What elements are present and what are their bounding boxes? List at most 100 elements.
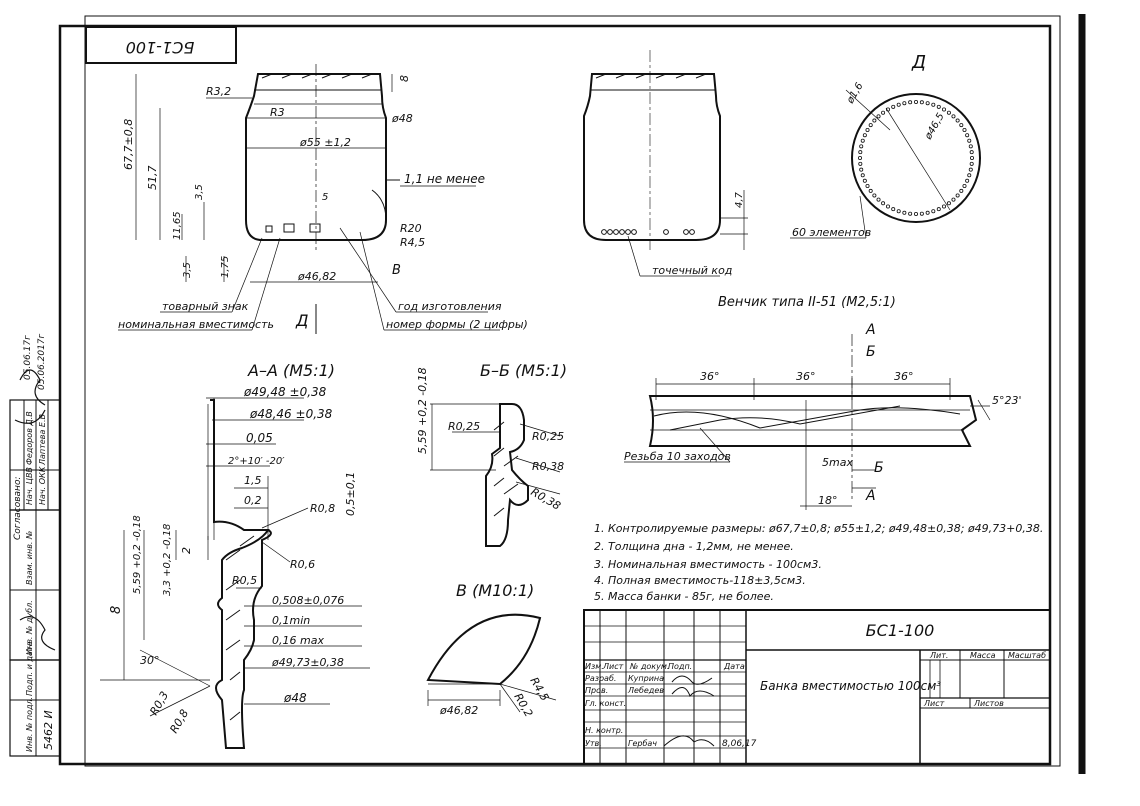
aa-d48: ø48	[283, 691, 307, 705]
dim-d48: ø48	[391, 112, 413, 125]
tb-sheets: Листов	[973, 699, 1004, 708]
dv-d4682: ø46,82	[439, 704, 478, 717]
aa-v8: 8	[109, 606, 124, 614]
aa-r08: R0,8	[310, 502, 335, 515]
aa-v33: 3,3 +0,2 -0,18	[162, 524, 173, 596]
dot-element	[946, 110, 951, 115]
dim-d4682: ø46,82	[297, 270, 336, 283]
detail-v-marker: В	[392, 263, 401, 278]
view-d-title: Д	[911, 52, 926, 73]
dim-ang3: 36°	[894, 370, 914, 383]
inner-frame	[84, 15, 1061, 767]
tb-nk-label: Н. контр.	[585, 726, 623, 735]
note-1: 1. Контролируемые размеры: ø67,7±0,8; ø5…	[594, 522, 1043, 535]
callout-trademark: товарный знак	[162, 300, 249, 313]
aa-v016: 0,16 max	[272, 634, 324, 647]
tb-h-izm: Изм.	[585, 662, 604, 671]
signature-scribble	[14, 369, 56, 651]
section-mark-a1: А	[865, 322, 876, 338]
section-mark-b2: Б	[874, 460, 884, 476]
tb-utv-label: Утв.	[585, 739, 602, 748]
notes-block: 1. Контролируемые размеры: ø67,7±0,8; ø5…	[594, 522, 1043, 603]
dot-element	[902, 210, 907, 215]
dot-element	[881, 110, 886, 115]
dot-element	[951, 114, 956, 119]
dim-r32: R3,2	[206, 85, 231, 98]
dot-element	[858, 161, 863, 166]
dim-max5: 5max	[822, 456, 853, 469]
finish-thread-view	[624, 334, 991, 510]
aa-v005: 0,05	[246, 431, 273, 445]
stamp-box: БС1-100	[85, 26, 237, 64]
aa-r06: R0,6	[290, 558, 315, 571]
tb-scale: Масштаб	[1008, 651, 1046, 660]
aa-r03: R0,3	[147, 689, 171, 717]
svg-text:Инв. № подл.: Инв. № подл.	[25, 697, 34, 752]
dim-h1165: 11,65	[172, 211, 183, 240]
dot-element	[876, 197, 881, 202]
aa-v05: 0,5±0,1	[344, 472, 357, 516]
svg-text:БС1-100: БС1-100	[126, 38, 195, 57]
aa-v01: 0,1min	[272, 614, 310, 627]
tb-lit: Лит.	[929, 651, 948, 660]
dot-element	[860, 173, 865, 178]
svg-text:Подп. и дата: Подп. и дата	[25, 641, 34, 696]
bb-r025b: R0,25	[532, 430, 564, 443]
section-mark-b1: Б	[866, 344, 876, 360]
svg-text:05.06.2017г: 05.06.2017г	[37, 333, 47, 390]
aa-ang2: 2°+10′ -20′	[228, 456, 285, 467]
dim-h35: 3,5	[194, 184, 205, 200]
dot-element	[931, 209, 936, 214]
aa-r08b: R0,8	[167, 707, 191, 735]
svg-text:Федоров Д.В: Федоров Д.В	[25, 411, 34, 465]
aa-d4948: ø49,48 ±0,38	[243, 385, 327, 399]
dot-element	[919, 100, 924, 105]
dim-r3: R3	[270, 106, 285, 119]
aa-v15: 1,5	[244, 474, 262, 487]
dot-element	[872, 118, 877, 123]
aa-ang30: 30°	[140, 654, 160, 667]
note-2: 2. Толщина дна - 1,2мм, не менее.	[594, 540, 794, 553]
dot-element	[959, 188, 964, 193]
dim-w5: 5	[322, 192, 328, 203]
dot-element	[931, 102, 936, 107]
dot-element	[946, 201, 951, 206]
svg-text:Нач. ОКК: Нач. ОКК	[38, 466, 47, 505]
finish-title: Венчик типа II-51 (М2,5:1)	[718, 295, 896, 310]
tb-code: БС1-100	[866, 621, 935, 640]
dot-element	[860, 138, 865, 143]
dot-element	[955, 193, 960, 198]
dot-element	[969, 161, 974, 166]
tb-prov-name: Лебедев	[627, 686, 664, 695]
section-mark-a2: А	[865, 488, 876, 504]
section-aa-profile	[100, 397, 370, 749]
dim-wall: 1,1 не менее	[404, 172, 485, 186]
left-stamp-strip: Согласовано: Нач. ЦВВ Нач. ОКК Федоров Д…	[9, 333, 61, 757]
dot-element	[858, 150, 863, 155]
callout-nominal: номинальная вместимость	[118, 318, 274, 331]
dot-element	[859, 167, 864, 172]
label-dot-code: точечный код	[652, 264, 732, 277]
dim-d16: ø1,6	[845, 81, 866, 106]
label-60-elements: 60 элементов	[792, 226, 871, 239]
tb-name: Банка вместимостью 100см³	[760, 679, 941, 693]
section-bb-profile	[430, 403, 561, 547]
dot-element	[914, 100, 919, 105]
aa-v02: 0,2	[244, 494, 262, 507]
dot-element	[896, 102, 901, 107]
dim-r45: R4,5	[400, 236, 425, 249]
dot-element	[908, 211, 913, 216]
side-view-jar	[583, 50, 748, 277]
front-view-jar	[118, 64, 500, 331]
dot-element	[951, 197, 956, 202]
detail-v-profile	[426, 613, 557, 713]
dot-element	[925, 210, 930, 215]
dot-element	[908, 100, 913, 105]
dot-element	[858, 155, 863, 160]
dot-element	[965, 133, 970, 138]
dot-element	[914, 211, 919, 216]
dim-d55: ø55 ±1,2	[299, 136, 351, 149]
dot-element	[968, 167, 973, 172]
dot-element	[896, 209, 901, 214]
